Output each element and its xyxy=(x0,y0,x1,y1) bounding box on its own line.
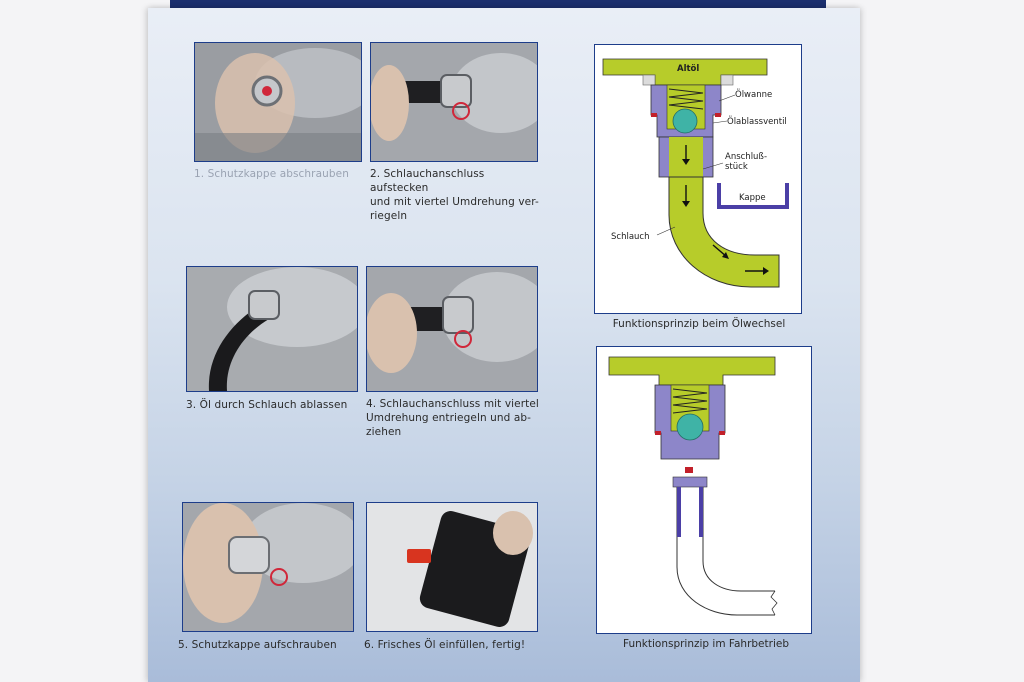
step-1-caption: 1. Schutzkappe abschrauben xyxy=(194,168,349,180)
label-oelwanne: Ölwanne xyxy=(735,89,772,100)
oil-change-diagram: Altöl Ölwanne Ölablassventil Anschluß- s… xyxy=(594,44,802,314)
step-2-caption-line-1: 2. Schlauchanschluss aufstecken xyxy=(370,168,485,194)
step-6-caption: 6. Frisches Öl einfüllen, fertig! xyxy=(364,639,526,651)
step-4-photo xyxy=(366,266,538,392)
step-2-photo xyxy=(370,42,538,162)
step-5-caption: 5. Schutzkappe aufschrauben xyxy=(178,639,337,651)
step-5-photo xyxy=(182,502,354,632)
step-4-caption-line-2: Umdrehung entriegeln und ab- xyxy=(366,412,532,424)
step-3-caption: 3. Öl durch Schlauch ablassen xyxy=(186,399,348,411)
driving-mode-diagram-caption: Funktionsprinzip im Fahrbetrieb xyxy=(623,638,789,650)
label-ventil: Ölablassventil xyxy=(727,116,787,127)
label-kappe: Kappe xyxy=(739,193,766,203)
step-3-photo xyxy=(186,266,358,392)
step-2-caption-line-2: und mit viertel Umdrehung ver- xyxy=(370,196,539,208)
instruction-sheet: 1. Schutzkappe abschrauben 2. Schlauchan… xyxy=(148,8,860,682)
step-2-caption: 2. Schlauchanschluss aufstecken und mit … xyxy=(370,167,545,223)
label-anschluss-1: Anschluß- xyxy=(725,152,767,162)
step-6-photo xyxy=(366,502,538,632)
step-2-caption-line-3: riegeln xyxy=(370,210,408,222)
binder-top-strip xyxy=(170,0,826,10)
driving-mode-diagram xyxy=(596,346,812,634)
step-4-caption-line-1: 4. Schlauchanschluss mit viertel xyxy=(366,398,539,410)
step-4-caption-line-3: ziehen xyxy=(366,426,402,438)
step-1-photo xyxy=(194,42,362,162)
label-altoel: Altöl xyxy=(677,64,699,74)
step-4-caption: 4. Schlauchanschluss mit viertel Umdrehu… xyxy=(366,397,541,439)
label-schlauch: Schlauch xyxy=(611,232,649,242)
label-anschluss-2: stück xyxy=(725,162,748,172)
oil-change-diagram-caption: Funktionsprinzip beim Ölwechsel xyxy=(612,318,786,330)
